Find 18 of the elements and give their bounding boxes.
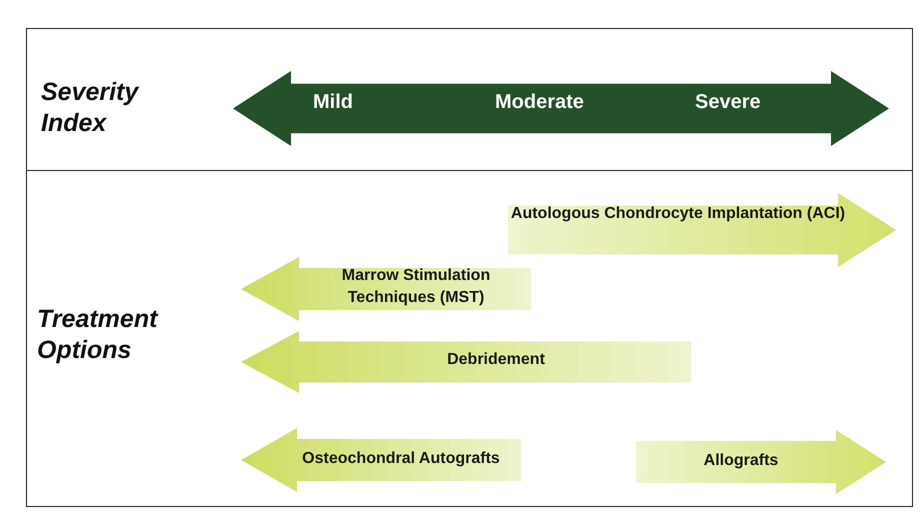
arrow-shape — [241, 257, 531, 321]
arrow-label: Marrow Stimulation Techniques (MST) — [340, 266, 492, 308]
double-arrow-shape — [233, 71, 889, 146]
arrow-shape — [241, 428, 521, 492]
row-heading: Treatment Options — [37, 304, 160, 366]
panel — [26, 28, 913, 171]
arrow-shape — [241, 331, 691, 393]
panel — [26, 170, 913, 507]
row-heading: Severity Index — [41, 77, 140, 140]
scale-label: Moderate — [495, 90, 584, 115]
scale-label: Mild — [313, 90, 353, 115]
arrow-label: Allografts — [702, 451, 780, 471]
arrow-label: Osteochondral Autografts — [301, 449, 501, 469]
arrow-label: Autologous Chondrocyte Implantation (ACI) — [510, 204, 846, 224]
arrow-shape — [636, 430, 886, 494]
arrow-label: Debridement — [446, 350, 546, 370]
scale-label: Severe — [695, 90, 761, 115]
arrow-shape — [508, 193, 896, 267]
